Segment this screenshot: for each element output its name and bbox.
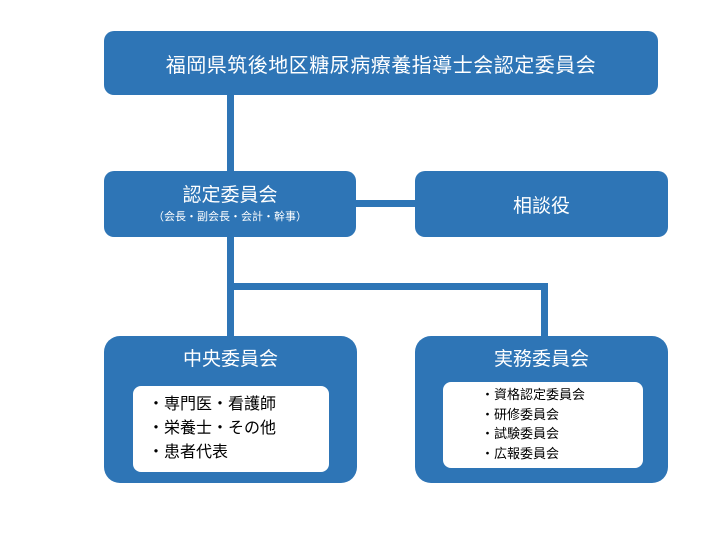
central-committee-box: 中央委員会 ・専門医・看護師 ・栄養士・その他 ・患者代表 (104, 336, 357, 483)
root-committee-title: 福岡県筑後地区糖尿病療養指導士会認定委員会 (165, 52, 597, 77)
connector-cert-to-advisor (356, 200, 415, 207)
list-item: ・患者代表 (148, 442, 229, 461)
practical-committee-box: 実務委員会 ・資格認定委員会 ・研修委員会 ・試験委員会 ・広報委員会 (415, 336, 668, 483)
connector-root-to-cert (227, 95, 234, 171)
list-item: ・専門医・看護師 (148, 394, 277, 413)
connector-to-practical (541, 283, 548, 336)
list-item: ・試験委員会 (481, 427, 560, 442)
certification-committee-subtitle: （会長・副会長・会計・幹事） (153, 210, 307, 223)
practical-committee-title: 実務委員会 (493, 348, 589, 370)
advisor-box: 相談役 (415, 171, 668, 237)
advisor-title: 相談役 (512, 194, 570, 217)
practical-committee-subcommittees-panel: ・資格認定委員会 ・研修委員会 ・試験委員会 ・広報委員会 (443, 382, 643, 468)
list-item: ・栄養士・その他 (148, 418, 277, 437)
central-committee-title: 中央委員会 (182, 348, 278, 370)
root-committee-box: 福岡県筑後地区糖尿病療養指導士会認定委員会 (104, 31, 658, 95)
central-committee-members-list: ・専門医・看護師 ・栄養士・その他 ・患者代表 (148, 392, 329, 464)
central-committee-members-panel: ・専門医・看護師 ・栄養士・その他 ・患者代表 (133, 386, 329, 472)
list-item: ・広報委員会 (481, 446, 560, 462)
list-item: ・研修委員会 (481, 407, 560, 423)
certification-committee-title: 認定委員会 (182, 184, 278, 206)
practical-committee-subcommittees-list: ・資格認定委員会 ・研修委員会 ・試験委員会 ・広報委員会 (481, 386, 643, 464)
connector-horizontal-branch (227, 283, 548, 290)
certification-committee-box: 認定委員会 （会長・副会長・会計・幹事） (104, 171, 356, 237)
list-item: ・資格認定委員会 (481, 388, 586, 403)
